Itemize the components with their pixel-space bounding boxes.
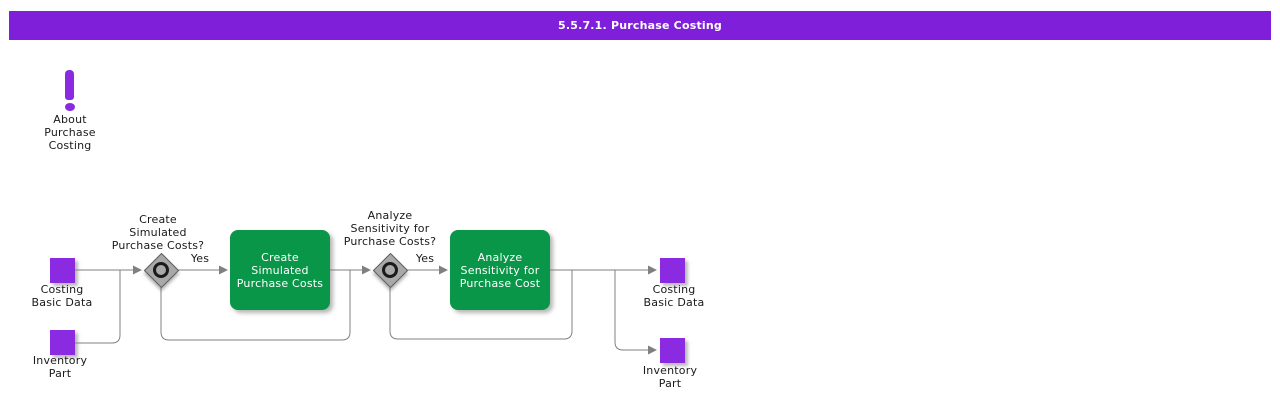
- connector-branch-to-inventory-output: [614, 270, 648, 351]
- arrowhead-into-costing-output: [648, 265, 657, 275]
- arrowhead-into-task1: [219, 265, 228, 275]
- about-exclamation-icon[interactable]: [64, 70, 76, 112]
- output-costing-basic-data-label: Costing Basic Data: [643, 283, 705, 309]
- decision1-gateway: [143, 252, 180, 289]
- task-analyze-sensitivity-for-purchase-cost[interactable]: Analyze Sensitivity for Purchase Cost: [450, 230, 550, 310]
- task-create-simulated-purchase-costs[interactable]: Create Simulated Purchase Costs: [230, 230, 330, 310]
- exclamation-dot: [65, 103, 75, 111]
- output-inventory-part-label: Inventory Part: [642, 364, 698, 390]
- output-costing-basic-data-node[interactable]: [660, 258, 685, 283]
- decision2-yes-label: Yes: [415, 252, 435, 265]
- input-costing-basic-data-node[interactable]: [50, 258, 75, 283]
- input-costing-basic-data-label: Costing Basic Data: [31, 283, 93, 309]
- decision2-gateway: [372, 252, 409, 289]
- arrowhead-into-inventory-output: [648, 345, 657, 355]
- decision1-ring-icon: [153, 262, 169, 278]
- arrowhead-into-decision1: [133, 265, 142, 275]
- arrowhead-into-task2: [439, 265, 448, 275]
- decision1-yes-label: Yes: [190, 252, 210, 265]
- page-title: 5.5.7.1. Purchase Costing: [557, 19, 722, 32]
- exclamation-bar: [65, 70, 74, 100]
- arrowhead-into-decision2: [362, 265, 371, 275]
- decision2-question-label: Analyze Sensitivity for Purchase Costs?: [343, 209, 437, 248]
- decision2-ring-icon: [382, 262, 398, 278]
- about-link-label[interactable]: About Purchase Costing: [44, 113, 96, 152]
- decision1-question-label: Create Simulated Purchase Costs?: [111, 213, 205, 252]
- input-inventory-part-label: Inventory Part: [32, 354, 88, 380]
- input-inventory-part-node[interactable]: [50, 330, 75, 355]
- output-inventory-part-node[interactable]: [660, 338, 685, 363]
- title-bar: 5.5.7.1. Purchase Costing: [9, 11, 1271, 40]
